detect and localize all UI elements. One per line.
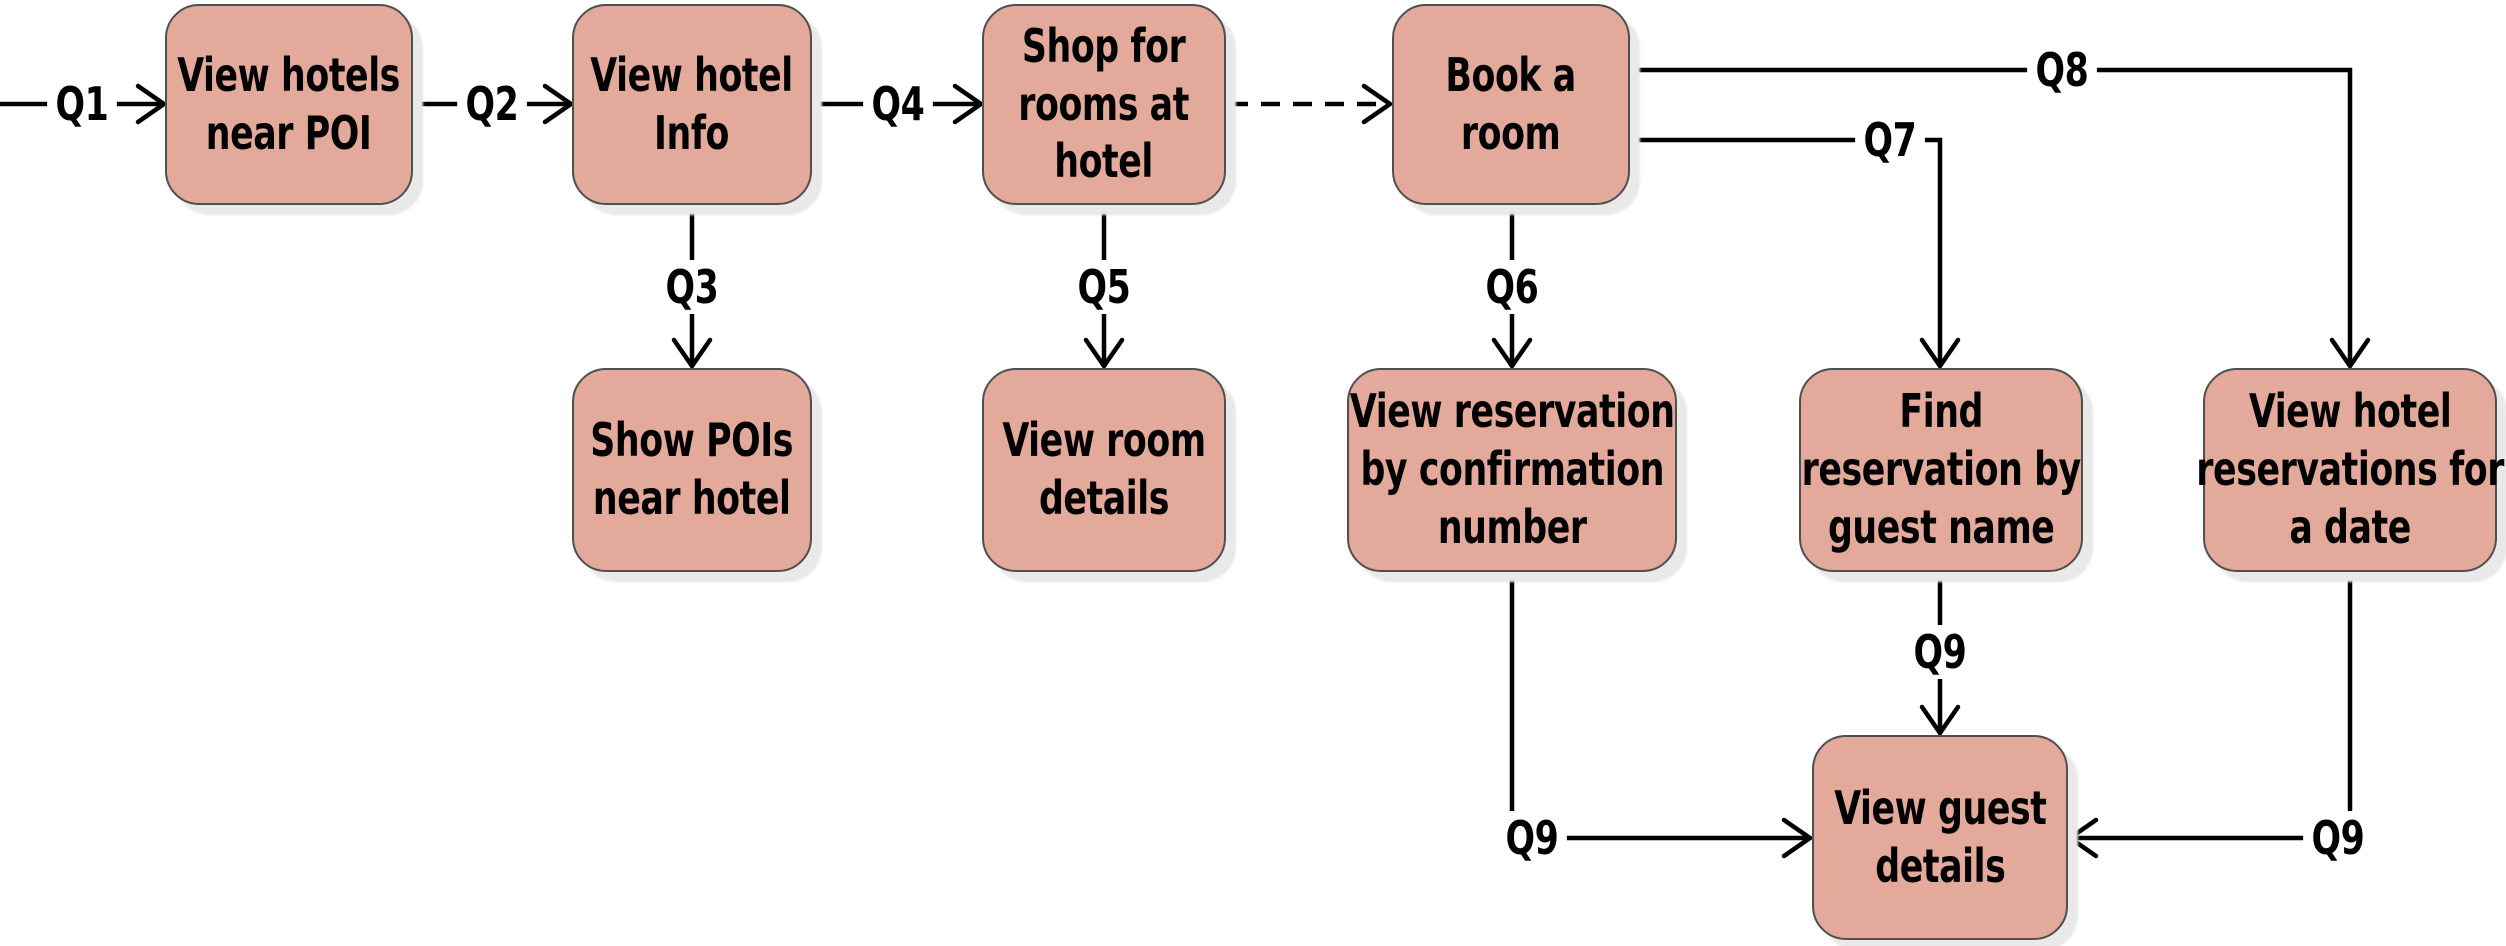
edge-label-q2: Q2 — [457, 77, 527, 131]
node-view-hotels-near-poi-label: View hotels near POI — [177, 47, 401, 160]
node-view-room-details-label: View room details — [1002, 413, 1206, 525]
edge-q7-book-room-to-find-reservation — [1630, 137, 1961, 370]
edge-label-q9-from-date: Q9 — [2303, 811, 2373, 865]
edge-q9-view-reservation-to-guest-details — [1509, 573, 1814, 859]
node-view-hotel-info-label: View hotel Info — [590, 47, 794, 160]
node-book-a-room: Book a room — [1392, 4, 1630, 205]
node-view-guest-details: View guest details — [1812, 735, 2068, 940]
node-book-a-room-label: Book a room — [1445, 47, 1577, 160]
edge-label-q8: Q8 — [2027, 43, 2097, 97]
node-view-guest-details-label: View guest details — [1833, 780, 2047, 893]
node-view-hotel-reservations-for-a-date: View hotel reservations for a date — [2196, 368, 2504, 572]
edge-label-q7: Q7 — [1855, 113, 1925, 167]
node-view-reservation-by-confirmation-number-label: View reservation by confirmation number — [1349, 384, 1675, 554]
edge-label-q6: Q6 — [1477, 260, 1547, 314]
node-shop-for-rooms-at-hotel-label: Shop for rooms at hotel — [1018, 18, 1190, 189]
node-view-reservation-by-confirmation-number: View reservation by confirmation number — [1347, 368, 1677, 572]
edge-label-q1: Q1 — [47, 77, 117, 131]
edge-label-q4: Q4 — [863, 77, 933, 131]
edge-label-q9-from-guest-name: Q9 — [1905, 625, 1975, 679]
edge-label-q5: Q5 — [1069, 260, 1139, 314]
node-find-reservation-by-guest-name-label: Find reservation by guest name — [1801, 384, 2081, 554]
node-view-hotel-info: View hotel Info — [572, 4, 812, 205]
edge-q8-book-room-to-hotel-reservations — [1630, 67, 2371, 370]
edge-label-q9-from-confirmation: Q9 — [1497, 811, 1567, 865]
edge-label-q3: Q3 — [657, 260, 727, 314]
node-shop-for-rooms-at-hotel: Shop for rooms at hotel — [982, 4, 1226, 205]
node-show-pois-near-hotel-label: Show POIs near hotel — [590, 413, 794, 525]
edge-q9-hotel-reservations-to-guest-details — [2066, 573, 2353, 859]
node-show-pois-near-hotel: Show POIs near hotel — [572, 368, 812, 572]
node-view-room-details: View room details — [982, 368, 1226, 572]
node-find-reservation-by-guest-name: Find reservation by guest name — [1799, 368, 2083, 572]
node-view-hotel-reservations-for-a-date-label: View hotel reservations for a date — [2196, 384, 2504, 554]
node-view-hotels-near-poi: View hotels near POI — [165, 4, 413, 205]
